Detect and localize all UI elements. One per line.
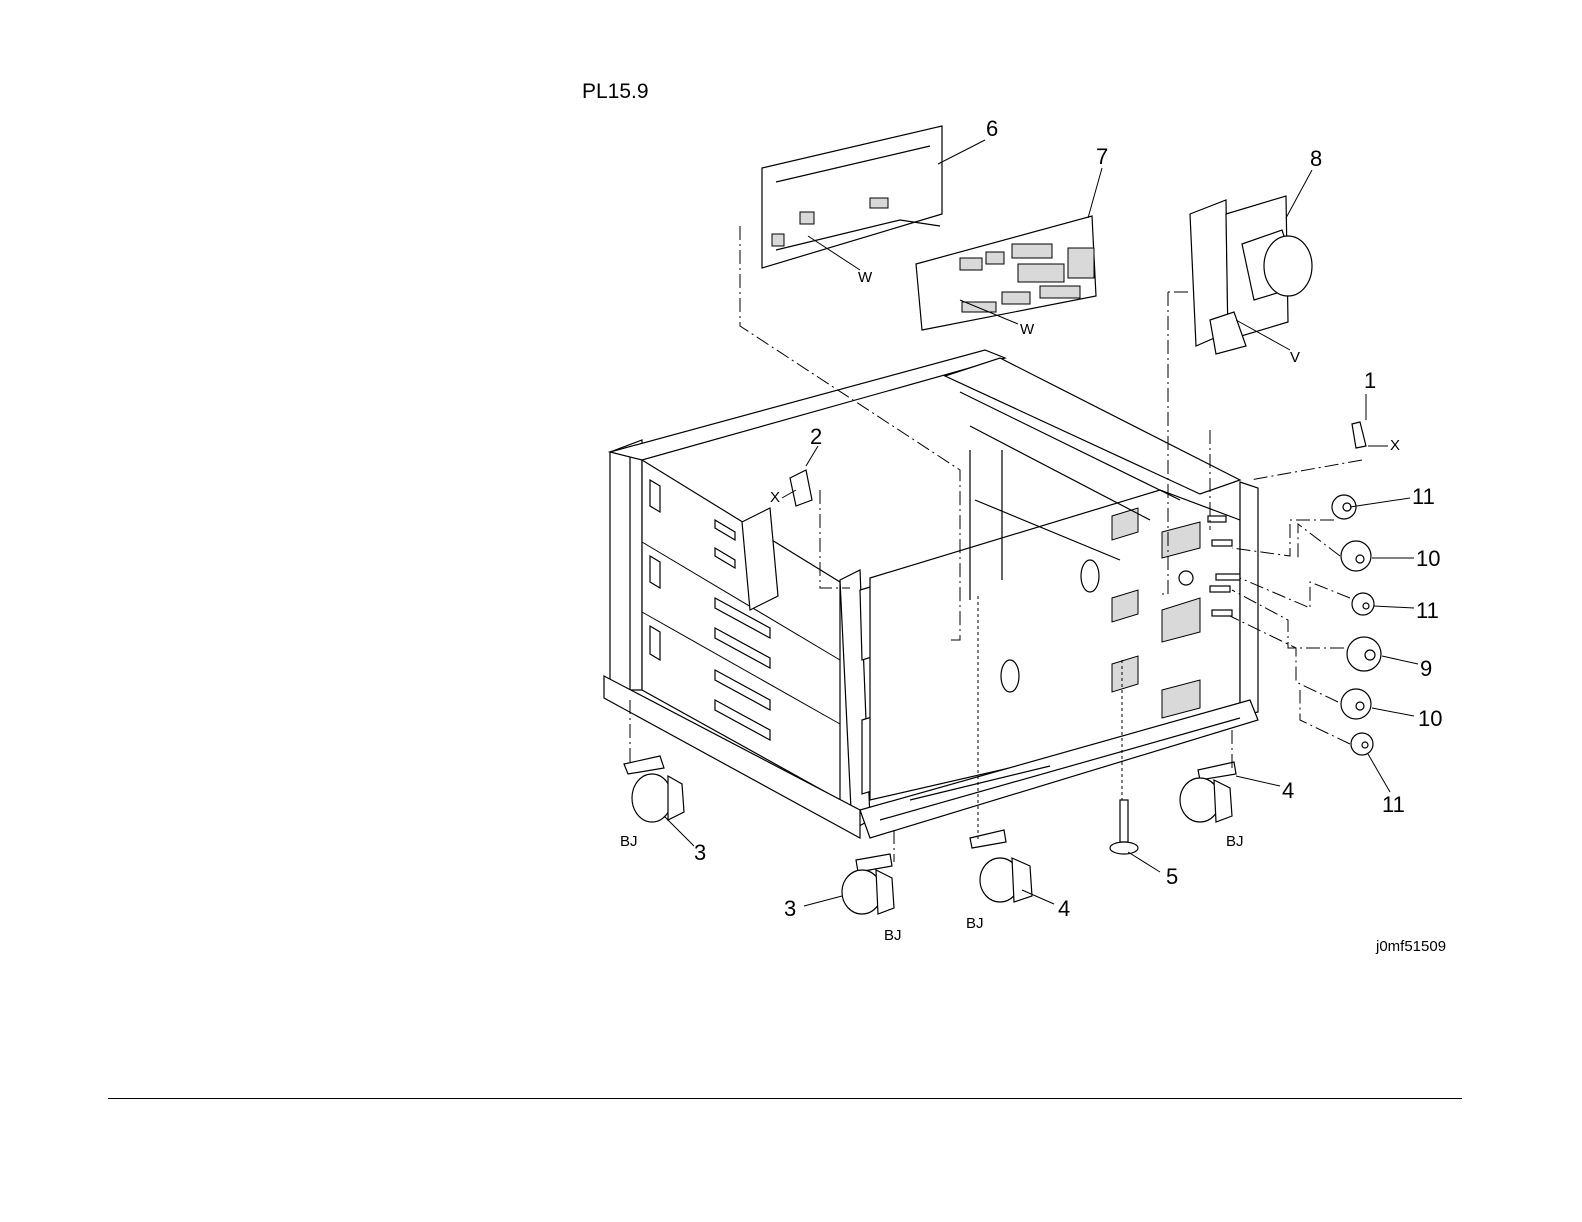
clip-2: [790, 470, 812, 506]
ref-bj-3: BJ: [966, 915, 984, 932]
motor-assembly: [1190, 196, 1312, 354]
callout-8: 8: [1310, 146, 1322, 171]
callout-10a: 10: [1416, 546, 1440, 571]
ref-bj-2: BJ: [884, 927, 902, 944]
figure-id: j0mf51509: [1376, 938, 1446, 955]
callout-6: 6: [986, 116, 998, 141]
clip-1: [1352, 422, 1366, 448]
pwb-board: [916, 216, 1096, 330]
leveling-foot: [1110, 800, 1138, 854]
callout-10b: 10: [1418, 706, 1442, 731]
callout-9: 9: [1420, 656, 1432, 681]
callout-11c: 11: [1382, 792, 1405, 817]
ref-x-1: X: [1390, 437, 1400, 454]
ref-w-1: W: [858, 269, 873, 286]
ref-bj-4: BJ: [1226, 833, 1244, 850]
callout-11b: 11: [1416, 598, 1439, 623]
callout-4b: 4: [1058, 896, 1070, 921]
callout-1: 1: [1364, 368, 1376, 393]
callout-2: 2: [810, 424, 822, 449]
ref-bj-1: BJ: [620, 833, 638, 850]
callout-3b: 3: [784, 896, 796, 921]
callout-5: 5: [1166, 864, 1178, 889]
callout-7: 7: [1096, 144, 1108, 169]
gears: [1332, 495, 1381, 755]
ref-w-2: W: [1020, 321, 1035, 338]
ref-x-2: X: [770, 489, 780, 506]
page-divider: [108, 1098, 1462, 1099]
callout-4a: 4: [1282, 778, 1294, 803]
callout-3a: 3: [694, 840, 706, 865]
cabinet-frame: [604, 350, 1258, 838]
bracket-plate: [762, 126, 942, 268]
ref-v: V: [1290, 349, 1300, 366]
callout-11a: 11: [1412, 484, 1435, 509]
